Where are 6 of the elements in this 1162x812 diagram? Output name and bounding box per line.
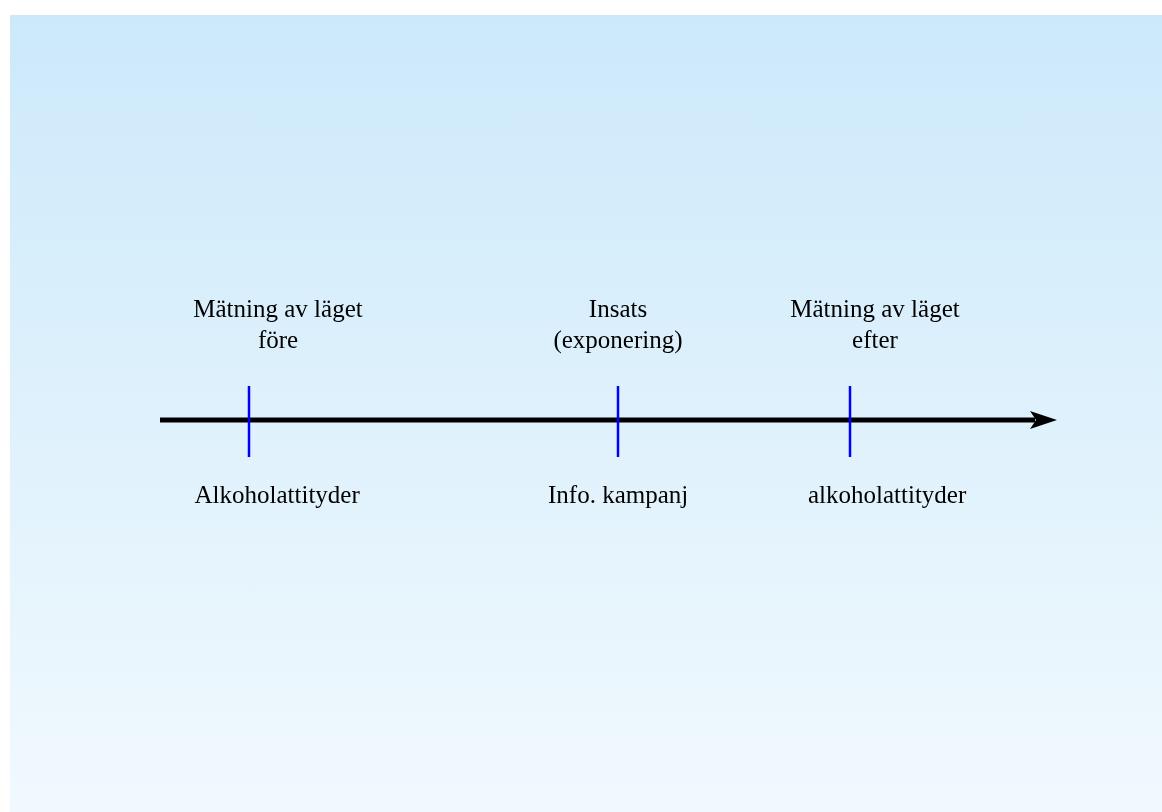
event-label: Mätning av läget före bbox=[193, 294, 363, 355]
measure-label: Alkoholattityder bbox=[194, 480, 360, 510]
event-label: Mätning av läget efter bbox=[790, 294, 960, 355]
measure-label: Info. kampanj bbox=[548, 480, 689, 510]
measure-label: alkoholattityder bbox=[808, 480, 967, 510]
event-label: Insats (exponering) bbox=[552, 294, 684, 355]
